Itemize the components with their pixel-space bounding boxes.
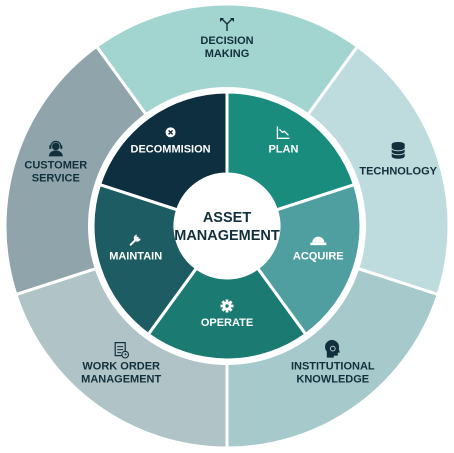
outer-label-decision-making-line2: MAKING bbox=[205, 48, 250, 60]
center-circle bbox=[175, 174, 279, 278]
database-icon bbox=[391, 141, 406, 159]
outer-label-technology-line1: TECHNOLOGY bbox=[359, 165, 437, 177]
inner-label-operate: OPERATE bbox=[201, 317, 253, 329]
center-title-line1: ASSET bbox=[203, 210, 251, 226]
clipboard-clock-icon bbox=[114, 342, 130, 359]
ring-separator bbox=[88, 87, 366, 365]
inner-ring: DECOMMISION PLAN ACQUIRE OPERATE MAINTAIN bbox=[91, 90, 363, 362]
inner-label-acquire: ACQUIRE bbox=[293, 251, 344, 263]
outer-label-institutional-knowledge-line1: INSTITUTIONAL bbox=[291, 361, 375, 373]
inner-label-plan: PLAN bbox=[268, 143, 298, 155]
close-circle-icon bbox=[165, 127, 176, 138]
inner-label-decommision: DECOMMISION bbox=[131, 143, 211, 155]
outer-label-work-order-management-line2: MANAGEMENT bbox=[81, 374, 161, 386]
chart-icon bbox=[276, 126, 290, 139]
split-arrows-icon bbox=[220, 18, 234, 31]
outer-label-institutional-knowledge-line2: KNOWLEDGE bbox=[296, 374, 369, 386]
gear-icon bbox=[220, 299, 234, 313]
wrench-icon bbox=[129, 234, 141, 246]
outer-label-work-order-management-line1: WORK ORDER bbox=[82, 361, 160, 373]
outer-label-decision-making-line1: DECISION bbox=[200, 35, 253, 47]
center-hub: ASSET MANAGEMENT bbox=[174, 174, 280, 278]
center-title-line2: MANAGEMENT bbox=[174, 228, 280, 244]
outer-label-customer-service-line2: SERVICE bbox=[32, 172, 80, 184]
inner-label-maintain: MAINTAIN bbox=[109, 251, 162, 263]
brain-head-icon bbox=[325, 339, 340, 358]
hard-hat-icon bbox=[310, 236, 327, 246]
outer-label-customer-service-line1: CUSTOMER bbox=[24, 159, 87, 171]
headset-icon bbox=[48, 140, 63, 157]
